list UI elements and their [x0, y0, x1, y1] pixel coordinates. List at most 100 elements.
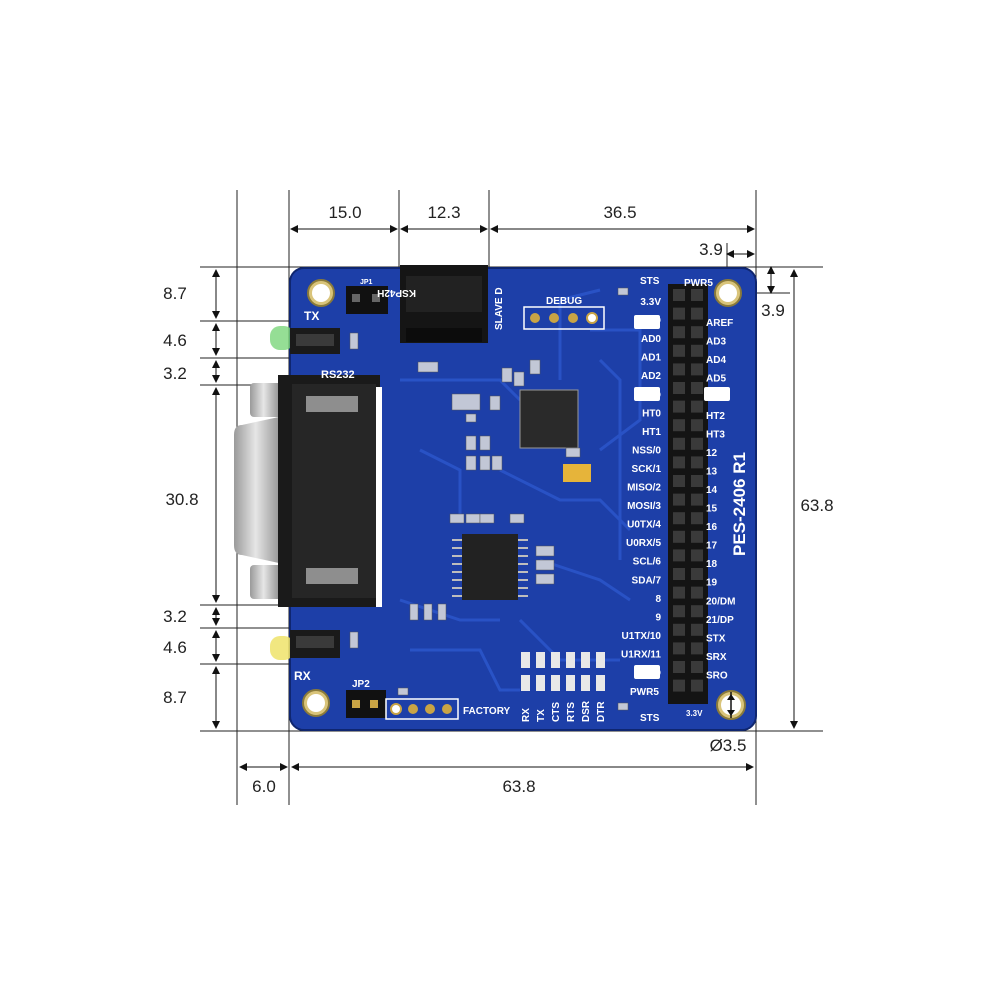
header-pin	[691, 344, 703, 357]
mounting-hole-top-left	[307, 279, 335, 307]
left-pin-label: GND	[639, 390, 661, 401]
dim-bottom-offset: 6.0	[252, 777, 276, 796]
dim-hole-y: 3.9	[761, 301, 785, 320]
header-pin	[691, 475, 703, 487]
factory-label: FACTORY	[463, 706, 511, 717]
header-pin	[691, 437, 703, 450]
sts-top-label: STS	[640, 276, 660, 287]
left-pin-label: 9	[655, 612, 661, 623]
dim-left-3: 3.2	[163, 364, 187, 383]
right-pin-label: 17	[706, 541, 718, 552]
mounting-hole-bottom-right	[716, 690, 746, 720]
left-pin-label: AD1	[641, 353, 661, 364]
right-pin-label: 16	[706, 522, 718, 533]
dim-left-5: 3.2	[163, 607, 187, 626]
left-pin-label: GND	[639, 316, 661, 327]
dim-top-1: 15.0	[328, 203, 361, 222]
right-pin-label: GND	[706, 392, 728, 403]
header-pin	[673, 661, 685, 673]
left-pin-label: U1TX/10	[622, 631, 662, 642]
smd-components	[349, 287, 629, 711]
gnd-highlights	[634, 315, 730, 679]
header-pin	[673, 382, 685, 394]
header-pin	[673, 363, 685, 376]
left-pin-label: GND	[639, 668, 661, 679]
left-pin-label: MISO/2	[627, 483, 661, 494]
left-pin-label: U1RX/11	[621, 649, 661, 660]
jp1-label: JP1	[360, 279, 373, 286]
debug-header	[523, 306, 605, 330]
db9-connector	[234, 375, 382, 607]
dim-left-1: 8.7	[163, 284, 187, 303]
mcu-chip	[519, 389, 579, 449]
left-pin-label: U0RX/5	[626, 538, 661, 549]
right-pin-label: 13	[706, 466, 718, 477]
mounting-hole-bottom-left	[302, 689, 330, 717]
header-pin	[691, 363, 703, 376]
silkscreen: TX RX RS232 JP1 JP2 DEBUG FACTORY KSP42H…	[294, 276, 749, 724]
right-pin-label: HT3	[706, 429, 725, 440]
debug-label: DEBUG	[546, 296, 582, 307]
header-pin	[691, 289, 703, 301]
right-pin-label: 12	[706, 448, 718, 459]
status-led-label: RTS	[566, 702, 577, 722]
right-pin-labels: AREFAD3AD4AD5GNDHT2HT3121314151617181920…	[706, 318, 735, 681]
header-pin	[673, 437, 685, 450]
right-pin-label: AD3	[706, 337, 726, 348]
header-pin	[673, 679, 685, 692]
header-pin	[691, 623, 703, 636]
header-pin	[691, 326, 703, 339]
rx-label: RX	[294, 669, 311, 683]
pin-header	[668, 284, 708, 704]
status-led-label: DSR	[581, 700, 592, 722]
right-pin-label: 15	[706, 504, 718, 515]
header-pin	[673, 475, 685, 487]
dim-hole-diameter: Ø3.5	[710, 736, 747, 755]
dim-left-6: 4.6	[163, 638, 187, 657]
left-pin-label: HT0	[642, 408, 661, 419]
pcb-board	[234, 265, 757, 731]
slave-label: SLAVE D	[494, 287, 505, 330]
mounting-hole-top-right	[714, 279, 742, 307]
right-pin-label: AREF	[706, 318, 733, 329]
right-pin-label: AD4	[706, 355, 726, 366]
dim-left-2: 4.6	[163, 331, 187, 350]
header-pin	[691, 382, 703, 394]
header-pin	[691, 400, 703, 413]
header-pin	[691, 530, 703, 543]
right-pin-label: 21/DP	[706, 615, 734, 626]
header-pin	[691, 642, 703, 655]
right-pin-label: HT2	[706, 411, 725, 422]
header-pin	[673, 326, 685, 339]
header-pin	[691, 568, 703, 580]
dim-bottom-width: 63.8	[502, 777, 535, 796]
header-pin	[691, 307, 703, 320]
usb-serial-chip	[452, 534, 528, 600]
status-led-label: DTR	[596, 701, 607, 722]
header-pin	[691, 493, 703, 506]
header-pin	[691, 456, 703, 469]
header-pin	[673, 623, 685, 636]
right-pin-label: 14	[706, 485, 718, 496]
right-pin-label: 19	[706, 578, 718, 589]
status-led-label: CTS	[551, 702, 562, 722]
rs232-label: RS232	[321, 369, 355, 381]
dim-top-3: 36.5	[603, 203, 636, 222]
dim-left-7: 8.7	[163, 688, 187, 707]
dim-top-2: 12.3	[427, 203, 460, 222]
header-pin	[673, 530, 685, 543]
factory-header	[385, 698, 459, 720]
dim-right-height: 63.8	[800, 496, 833, 515]
left-pin-label: AD0	[641, 334, 661, 345]
right-pin-label: SRO	[706, 670, 728, 681]
tantalum-capacitor	[563, 464, 591, 482]
header-pin	[691, 549, 703, 562]
header-pin	[673, 344, 685, 357]
right-pin-label: STX	[706, 633, 726, 644]
left-pin-label: U0TX/4	[627, 520, 661, 531]
slave-socket	[400, 265, 488, 343]
left-pin-label: MOSI/3	[627, 501, 661, 512]
status-led-array	[521, 652, 605, 691]
jumper-jp1	[346, 286, 388, 314]
header-pin	[673, 419, 685, 432]
